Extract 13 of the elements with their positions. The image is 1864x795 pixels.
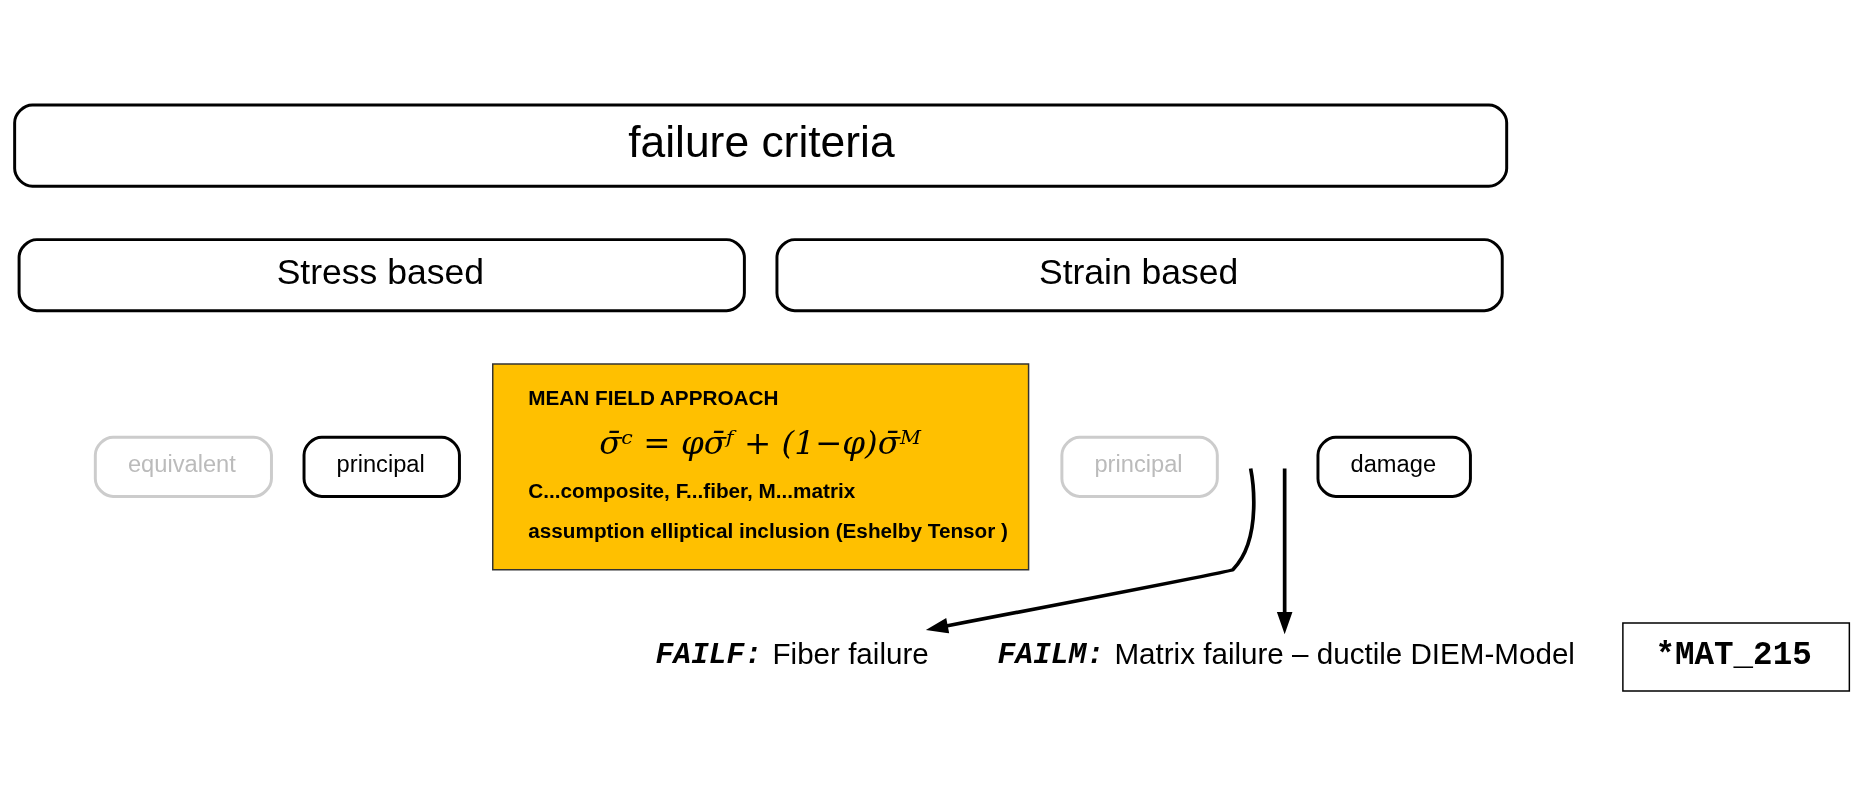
- node-box: damage: [1316, 435, 1472, 498]
- node-text: FAILF: Fiber failure: [655, 636, 929, 672]
- node-box: principal: [302, 435, 461, 498]
- arrow: [1276, 467, 1293, 634]
- node-box: principal: [1060, 435, 1219, 498]
- node-box: failure criteria: [13, 102, 1509, 188]
- node-box: Strain based: [775, 237, 1504, 312]
- node-box: MEAN FIELD APPROACH σ̄ᶜ = φσ̄ᶠ + (1−φ)σ̄ᴹ C...composite, F...fiber, M...matrix assumption elliptical inclusion (Eshelby Tensor ): [492, 362, 1030, 570]
- node-text: FAILM: Matrix failure – ductile DIEM-Model: [997, 636, 1575, 672]
- node-box: equivalent: [93, 435, 273, 498]
- node-box: *MAT_215: [1622, 621, 1851, 692]
- node-box: Stress based: [17, 237, 746, 312]
- arrow: [925, 467, 1256, 633]
